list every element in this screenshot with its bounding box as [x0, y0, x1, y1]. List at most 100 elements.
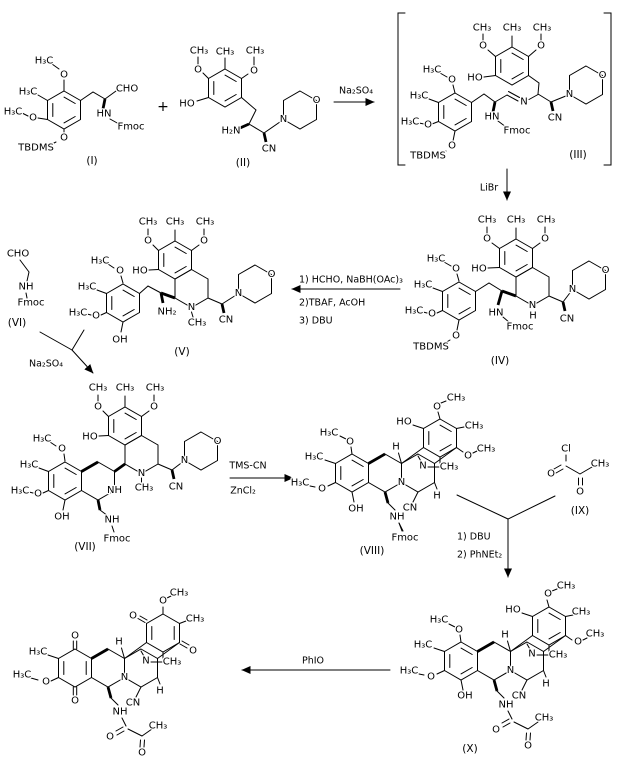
aromatic-bonds — [447, 287, 471, 315]
oxygen-label: O — [200, 236, 208, 247]
compound-caption: (II) — [236, 157, 250, 169]
plus-sign: + — [157, 99, 169, 115]
hydroxyl-label: OH — [54, 512, 69, 523]
bonds — [28, 394, 185, 533]
methyl-label: H₃C — [4, 107, 23, 118]
tbdms-label: TBDMS — [412, 342, 449, 353]
bonds — [196, 56, 284, 134]
n-methyl-label: CH₃ — [549, 650, 568, 661]
methyl-label: CH₃ — [477, 444, 496, 455]
oxygen-label: O — [547, 469, 555, 480]
amine-label: NH — [19, 282, 34, 293]
oxygen-label: O — [602, 265, 610, 276]
methyl-label: CH₃ — [478, 215, 497, 226]
compound-caption: (X) — [462, 743, 477, 755]
morpholine-ring — [238, 264, 272, 304]
methyl-label: CH₃ — [149, 721, 168, 732]
oxygen-label: O — [433, 402, 441, 413]
n-methyl-label: CH₃ — [135, 483, 154, 494]
bonds — [30, 595, 190, 748]
methyl-label: CH₃ — [216, 47, 235, 58]
right-bracket — [603, 12, 612, 166]
oxygen-label: O — [29, 113, 37, 124]
compound-caption: (IV) — [491, 355, 509, 367]
oxygen-label: O — [448, 141, 456, 152]
amine-label: H₂N — [221, 126, 240, 137]
oxygen-label: O — [159, 596, 167, 607]
ring-nitrogen-label: N — [529, 300, 536, 311]
methyl-label: CH₃ — [535, 713, 554, 724]
methyl-label: CH₃ — [572, 607, 591, 618]
methyl-label: H₃C — [29, 647, 48, 658]
fmoc-label: Fmoc — [391, 533, 418, 544]
methyl-label: CH₃ — [246, 46, 265, 57]
amine-label: NH — [390, 512, 405, 523]
stereo-h-label: H — [433, 491, 441, 502]
methyl-label: CH₃ — [139, 217, 158, 228]
methyl-label: CH₃ — [473, 23, 492, 34]
nitrile-label: CN — [262, 144, 276, 155]
nitrile-label: CN — [548, 113, 562, 124]
wedge-bonds — [496, 289, 567, 312]
wedge-bonds — [239, 122, 268, 143]
oxygen-label: O — [541, 234, 549, 245]
nitrile-label: CN — [169, 482, 183, 493]
aromatic-bonds — [428, 424, 452, 452]
compound-caption: (VII) — [74, 541, 96, 553]
reagent-label: TMS-CN — [228, 461, 266, 472]
wedge-bonds — [80, 460, 176, 511]
oxygen-label: O — [42, 677, 50, 688]
methyl-label: H₃C — [11, 486, 30, 497]
nh-hydrogen-label: H — [529, 311, 537, 322]
oxygen-label: O — [268, 269, 276, 280]
methyl-label: H₃C — [414, 640, 433, 651]
oxygen-label: O — [537, 41, 545, 52]
bridge-nitrogen-label: N — [142, 656, 149, 667]
oxygen-label: O — [346, 437, 354, 448]
methyl-label: H₃C — [305, 452, 324, 463]
oxygen-label: O — [455, 625, 463, 636]
hydroxyl-label: HO — [471, 264, 487, 275]
oxygen-label: O — [424, 120, 432, 131]
methyl-label: CH₃ — [146, 383, 165, 394]
structure-VI: CHO NH Fmoc (VI) — [6, 247, 46, 330]
nitrile-label: CN — [403, 503, 417, 514]
quinone-oxygen-label: O — [71, 631, 79, 642]
ring-nitrogen-label: N — [121, 672, 128, 683]
aromatic-bonds — [504, 244, 528, 272]
chlorine-label: Cl — [561, 444, 571, 455]
methyl-label: CH₃ — [89, 383, 108, 394]
oxygen-label: O — [448, 75, 456, 86]
oxygen-label: O — [428, 309, 436, 320]
methyl-label: CH₃ — [503, 23, 522, 34]
oxygen-label: O — [92, 311, 100, 322]
fmoc-label: Fmoc — [503, 126, 530, 137]
fmoc-label: Fmoc — [117, 122, 144, 133]
aromatic-bonds — [52, 96, 76, 124]
arrow-step4: Na₂SO₄ — [28, 329, 94, 374]
methyl-label: H₃C — [35, 56, 54, 67]
reagent-label: ZnCl₂ — [230, 486, 256, 497]
nitrogen-label: N — [280, 114, 287, 125]
morpholine-ring — [283, 90, 317, 130]
oxygen-label: O — [524, 741, 532, 752]
oxygen-label: O — [138, 748, 146, 759]
nitrile-label: CN — [219, 315, 233, 326]
compound-caption: (VI) — [8, 317, 26, 329]
ring-nitrogen-label: N — [507, 665, 514, 676]
nitrile-label: CN — [512, 691, 526, 702]
structure-V: CH₃ CH₃ CH₃ O O HO H₃C O H₃C H₃C O OH NH… — [67, 215, 276, 359]
stereo-h-label: H — [115, 637, 123, 648]
oxygen-label: O — [194, 65, 202, 76]
aromatic-bonds — [500, 52, 524, 80]
oxygen-label: O — [452, 331, 460, 342]
oxygen-label: O — [34, 489, 42, 500]
structure-IV: CH₃ CH₃ CH₃ O O HO H₃C O H₃C H₃C O O TBD… — [403, 213, 610, 368]
ring-nitrogen-label: N — [138, 468, 145, 479]
nitrile-label: CN — [126, 698, 140, 709]
morpholine-ring — [569, 65, 603, 105]
hydroxyl-label: OH — [348, 504, 363, 515]
methyl-label: H₃C — [291, 478, 310, 489]
arrow-step2: LiBr — [479, 168, 511, 201]
methyl-label: CH₃ — [116, 383, 135, 394]
